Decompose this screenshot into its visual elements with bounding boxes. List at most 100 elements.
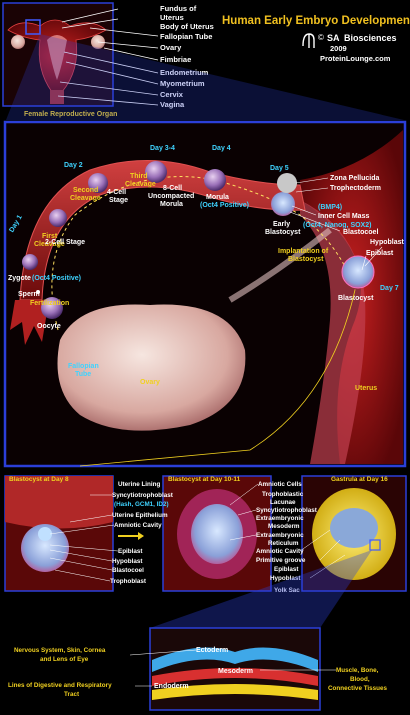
p10-lacunae: Lacunae [270, 499, 296, 506]
label-vagina: Vagina [160, 100, 185, 109]
label-fimbriae: Fimbriae [160, 55, 191, 64]
label-bmp4: (BMP4) [318, 204, 342, 211]
brand-logo-letters: SA [327, 33, 340, 43]
bottom-digestive-1: Lines of Digestive and Respiratory [8, 682, 112, 689]
eight-cell-embryo [145, 161, 167, 183]
p10-amniotic-cells: Amniotic Cells [258, 481, 302, 488]
label-implant-2: Blastocyst [288, 256, 324, 263]
bottom-ectoderm: Ectoderm [196, 647, 228, 654]
label-zygote-marker: (Oct4 Positive) [32, 275, 81, 282]
panel-day16-cavity [330, 508, 378, 548]
p8-syncytio: Syncytiotrophoblast [112, 492, 174, 499]
top-caption: Female Reproductive Organ [24, 111, 117, 118]
germ-layers-panel: Ectoderm Mesoderm Endoderm Nervous Syste… [8, 627, 388, 711]
bottom-digestive-2: Tract [64, 691, 80, 698]
label-first-cleavage-1: First [42, 233, 58, 240]
fallopian-tube [19, 160, 306, 301]
label-third-cleavage-1: Third [130, 173, 148, 180]
label-troph: Trophectoderm [330, 185, 381, 192]
p16-yolk-sac: Yolk Sac [274, 587, 300, 594]
label-zona: Zona Pellucida [330, 175, 380, 182]
label-morula-marker: (Oct4 Positive) [200, 202, 249, 209]
bottom-nervous-2: and Lens of Eye [40, 656, 89, 663]
vagina-thumb [50, 90, 64, 104]
p10-extra-ret-1: Extraembryonic [256, 532, 304, 539]
p16-amniotic-cavity: Amniotic Cavity [256, 548, 304, 555]
two-cell-embryo [49, 209, 67, 227]
p10-extra-meso-1: Extraembryonic [256, 515, 304, 522]
label-myometrium: Myometrium [160, 79, 205, 88]
label-two-cell: 2-Cell Stage [45, 239, 85, 246]
bottom-nervous-1: Nervous System, Skin, Cornea [14, 647, 106, 654]
ovary-shape [57, 304, 246, 431]
top-reproductive-organ: Fundus of Uterus Body of Uterus Fallopia… [2, 2, 410, 120]
panel-day8-amniotic [38, 527, 52, 541]
label-ovary-main: Ovary [140, 379, 160, 386]
brand-logo-icon [302, 33, 315, 48]
p10-extra-meso-2: Mesoderm [268, 523, 300, 530]
label-cervix: Cervix [160, 90, 184, 99]
ovary-left-thumb [11, 35, 25, 49]
zoom-wedge-bottom [150, 550, 372, 628]
endoderm-layer [152, 684, 318, 700]
zygote-cell [22, 254, 38, 270]
label-day4: Day 4 [212, 145, 231, 152]
thumb-highlight [25, 19, 41, 35]
label-blastocyst: Blastocyst [338, 295, 374, 302]
bottom-endoderm: Endoderm [154, 683, 189, 690]
label-sperm: Sperm [18, 291, 40, 298]
panel-day10-title: Blastocyst at Day 10-11 [168, 476, 241, 483]
label-morula: Morula [206, 194, 229, 201]
p8-uterine-lining: Uterine Lining [118, 481, 160, 488]
label-fundus: Fundus of [160, 4, 197, 13]
p8-blastocoel: Blastocoel [112, 567, 144, 574]
early-blastocyst [271, 192, 295, 216]
panel-day8-title: Blastocyst at Day 8 [9, 476, 69, 483]
label-day2: Day 2 [64, 162, 83, 169]
label-fallopian-tube: Fallopian Tube [160, 32, 212, 41]
label-third-cleavage-2: Cleavage [125, 181, 156, 188]
label-early-blast-2: Blastocyst [265, 229, 301, 236]
main-diagram-panel: Day 1 Day 2 Day 3-4 Day 4 Day 5 Day 7 (O… [3, 120, 407, 468]
p8-uterine-epi: Uterine Epithelium [112, 512, 168, 519]
label-four-cell-1: 4-Cell [107, 189, 126, 196]
label-blastocoel: Blastocoel [343, 229, 378, 236]
label-fallopian-2: Tube [75, 371, 91, 378]
ectoderm-layer [152, 647, 318, 672]
label-eight-cell-2: Uncompacted [148, 193, 194, 200]
p8-amniotic: Amniotic Cavity [114, 522, 162, 529]
label-fertilization: Fertilization [30, 300, 69, 307]
p8-hypoblast: Hypoblast [112, 558, 143, 565]
stage-panels: Blastocyst at Day 8 Blastocyst at Day 10… [4, 475, 407, 594]
panel-day8-lining [5, 476, 113, 529]
label-day5: Day 5 [270, 165, 289, 172]
bottom-muscle-1: Muscle, Bone, [336, 667, 379, 674]
label-four-cell-2: Stage [109, 197, 128, 204]
label-icm-markers: (Oct4, Nanog, SOX2) [303, 222, 371, 229]
p8-trophoblast: Trophoblast [110, 578, 147, 585]
morula-cell [204, 169, 226, 191]
bottom-muscle-3: Connective Tissues [328, 685, 388, 692]
label-body-of-uterus: Body of Uterus [160, 22, 214, 31]
p16-epiblast: Epiblast [274, 566, 299, 573]
p10-extra-ret-2: Reticulum [268, 540, 299, 547]
four-cell-embryo [88, 173, 108, 193]
oocyte-cell [41, 297, 63, 319]
label-fallopian-1: Fallopian [68, 363, 99, 370]
zoom-wedge-top [6, 34, 404, 120]
label-second-cleavage-1: Second [73, 187, 98, 194]
development-path [51, 176, 356, 331]
label-uterus: Uterus [160, 13, 184, 22]
label-eight-cell-3: Morula [160, 201, 183, 208]
p10-syncytio: Syncytiotrophoblast [256, 507, 318, 514]
panel-day8-blastocyst [21, 524, 69, 572]
uterus-cavity [47, 35, 67, 80]
p10-trophoblastic: Trophoblastic [262, 491, 304, 498]
label-hypoblast: Hypoblast [370, 239, 405, 246]
label-second-cleavage-2: Cleavage [70, 195, 101, 202]
panel-day10-inner [191, 504, 243, 564]
mesoderm-layer [152, 668, 318, 686]
label-day3-4: Day 3-4 [150, 145, 175, 152]
label-oocyte: Oocyte [37, 323, 61, 330]
label-uterus-main: Uterus [355, 385, 377, 392]
